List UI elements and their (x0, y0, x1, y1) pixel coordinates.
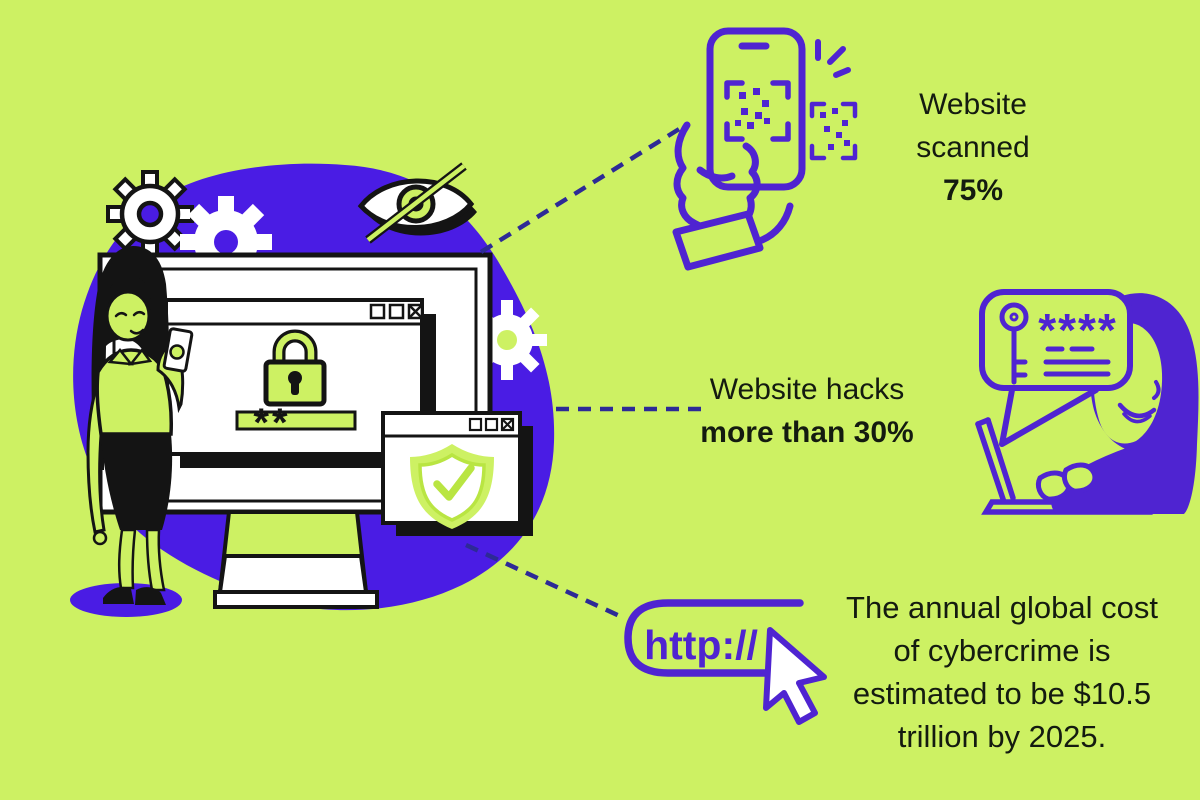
leg (145, 528, 166, 592)
hacker-hands (1035, 462, 1098, 502)
hand (169, 344, 185, 360)
stat-line: The annual global cost (846, 590, 1158, 625)
qr-phone-hand-icon (672, 27, 858, 271)
stat-line: scanned (916, 131, 1030, 164)
http-label: http:// (644, 622, 758, 668)
stat-value: 75% (942, 174, 1004, 207)
stat-line: estimated to be $10.5 (852, 676, 1152, 711)
speech-bubble: **** (979, 289, 1133, 447)
scan-sparkle-icon (815, 39, 851, 78)
shield-window (381, 411, 533, 536)
key-icon (999, 302, 1029, 385)
url-chip: http:// (624, 599, 827, 725)
eye-slash-icon (357, 162, 477, 244)
connector-line (465, 542, 625, 621)
hacker-icon: **** (975, 289, 1199, 515)
shoe (135, 587, 166, 605)
stat-line: Website (919, 88, 1027, 121)
hand-icon (672, 121, 794, 271)
http-chip-outline (624, 599, 804, 677)
woman-illustration (70, 246, 194, 617)
password-field: ** (235, 401, 357, 445)
stat-website-scanned: Website scanned 75% (863, 83, 1083, 212)
qr-code-icon (724, 80, 791, 142)
window-controls (369, 303, 424, 320)
collar (107, 348, 134, 366)
stat-cybercrime-cost: The annual global cost of cybercrime is … (824, 586, 1180, 758)
browser-window: ** (164, 298, 436, 468)
qr-fragment-icon (809, 101, 858, 161)
gear-icon (106, 170, 194, 258)
stat-value: more than 30% (700, 416, 914, 449)
face (105, 290, 151, 342)
stat-line: trillion by 2025. (897, 719, 1107, 754)
stat-line: of cybercrime is (893, 633, 1111, 668)
shield-check-icon (410, 444, 494, 529)
window-controls (468, 417, 515, 432)
leg (117, 528, 137, 590)
password-mask-text: ** (253, 401, 290, 445)
shoe (103, 586, 134, 604)
collar (128, 347, 153, 366)
bangs (105, 276, 152, 312)
skirt (101, 434, 173, 530)
stat-website-hacks: Website hacks more than 30% (682, 368, 932, 454)
stat-line: Website hacks (709, 373, 905, 406)
connector-line (479, 124, 686, 254)
lock-icon (263, 329, 327, 407)
cursor-icon (763, 627, 827, 725)
